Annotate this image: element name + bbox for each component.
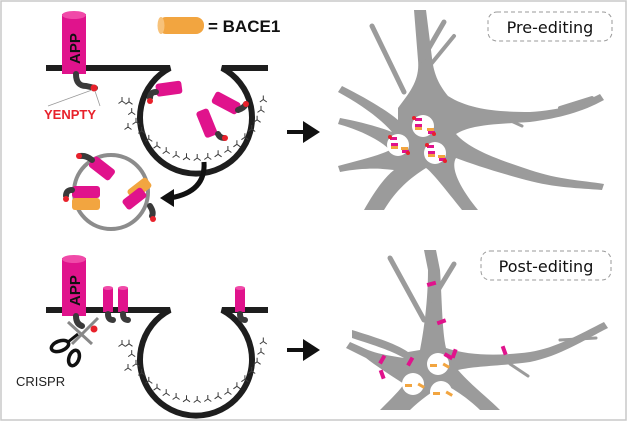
crispr-label: CRISPR	[16, 374, 65, 389]
plasma-membrane-bottom	[46, 307, 268, 419]
surface-app-fragments	[103, 286, 248, 323]
post-editing-badge: Post-editing	[480, 250, 612, 281]
bace1-legend-label: = BACE1	[208, 17, 280, 36]
app-in-pit	[147, 80, 249, 141]
neuron-post-editing	[346, 250, 608, 410]
bottom-panel: APP CRISPR Post-editing	[16, 250, 612, 419]
internalization-arrowhead	[160, 189, 174, 207]
scissors-icon	[49, 316, 100, 368]
surface-app-post	[378, 280, 508, 380]
app-label-bottom: APP	[67, 275, 84, 306]
endosome-bace1-post	[405, 362, 453, 397]
yenpty-label: YENPTY	[44, 107, 96, 122]
app-label-top: APP	[67, 33, 84, 64]
plasma-membrane-top	[46, 65, 268, 177]
result-arrow-top	[287, 121, 320, 143]
pre-editing-label: Pre-editing	[507, 18, 594, 37]
yenpty-motif	[90, 84, 98, 92]
post-editing-label: Post-editing	[499, 257, 594, 276]
result-arrow-bottom	[287, 339, 320, 361]
endosome-vesicle	[63, 152, 156, 231]
bace1-legend-swatch	[158, 17, 204, 34]
app-protein-top: APP	[62, 11, 98, 92]
bace1-legend: = BACE1	[157, 17, 280, 36]
endosome-cargo-pre	[388, 116, 447, 163]
app-protein-bottom: APP	[62, 255, 98, 333]
neuron-pre-editing	[338, 10, 604, 210]
top-panel: = BACE1 APP YENPTY	[44, 10, 613, 231]
internalization-arrow	[169, 161, 207, 201]
pre-editing-badge: Pre-editing	[487, 11, 613, 42]
